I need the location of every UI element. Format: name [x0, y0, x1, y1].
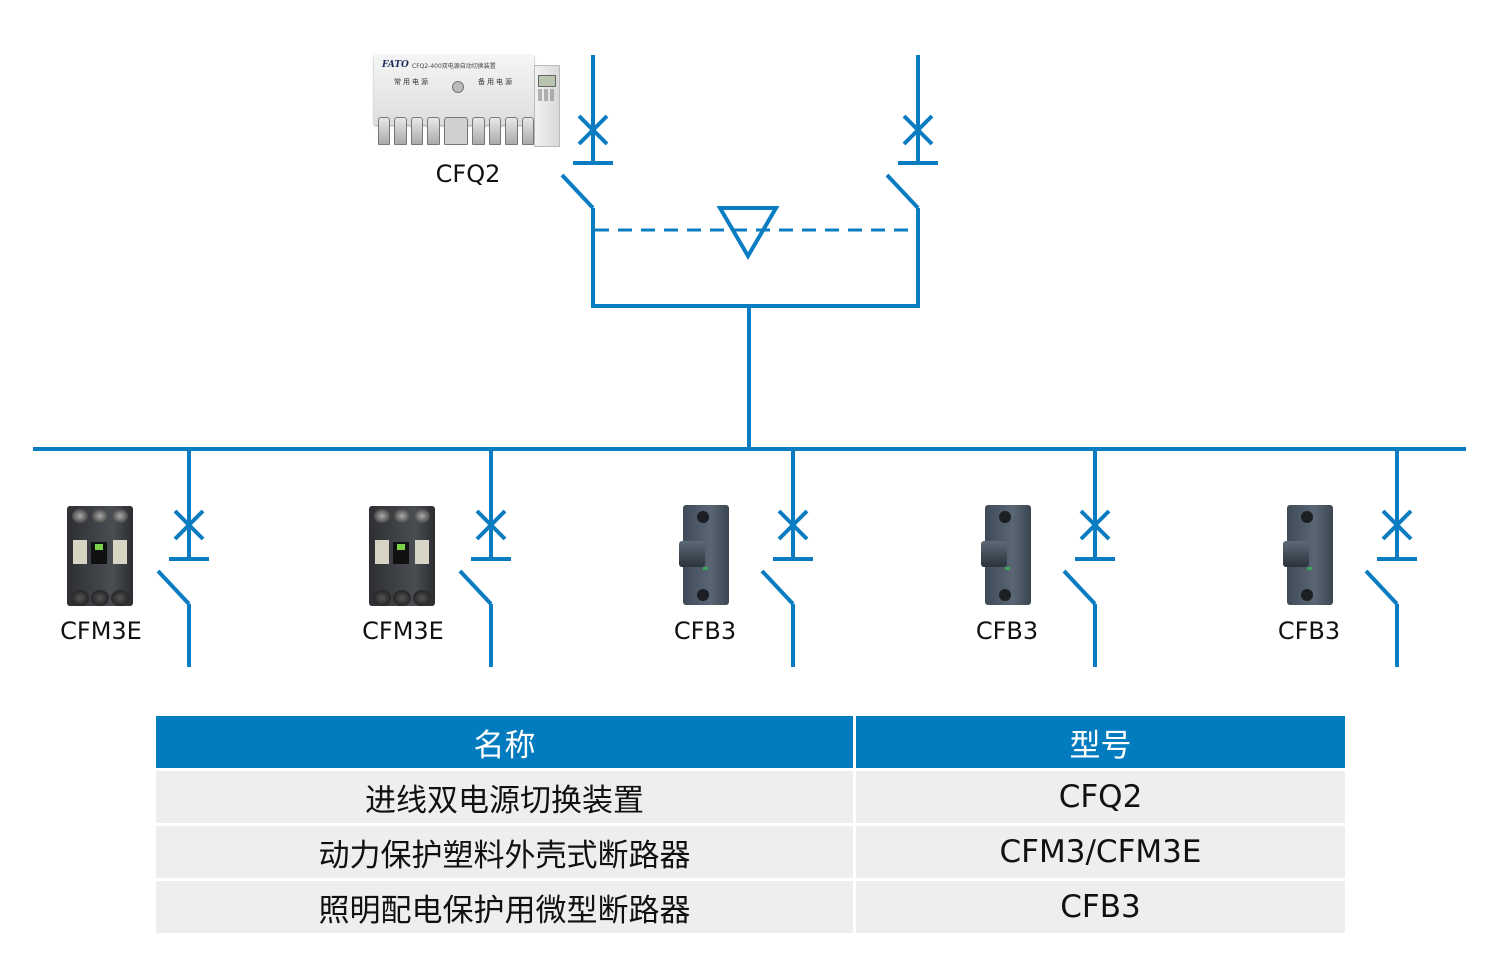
interlock-triangle-icon — [716, 206, 780, 260]
terminal-icon — [472, 117, 485, 145]
table-row: 照明配电保护用微型断路器 CFB3 — [156, 881, 1345, 933]
incoming-feeder-2 — [749, 55, 938, 308]
terminal-icon — [373, 590, 391, 606]
miniature-circuit-breaker-icon — [979, 505, 1035, 605]
terminal-icon — [71, 590, 89, 606]
header-name: 名称 — [156, 716, 853, 768]
feeder-1-lower-wire — [591, 208, 749, 308]
status-indicator-icon — [1005, 567, 1010, 570]
header-model: 型号 — [856, 716, 1345, 768]
cell-model: CFQ2 — [856, 771, 1345, 823]
switch-blade — [1364, 569, 1399, 606]
breaker-lever-icon — [1283, 541, 1309, 567]
terminal-icon — [394, 509, 410, 523]
breaker-x-mark — [1381, 509, 1413, 541]
automatic-transfer-switch-icon: FATO CFQ2-400双电源自动切换装置 常用电源 备用电源 — [374, 55, 560, 155]
breaker-x-mark — [173, 509, 205, 541]
terminal-icon — [1301, 511, 1313, 523]
table-row: 动力保护塑料外壳式断路器 CFM3/CFM3E — [156, 826, 1345, 878]
terminal-icon — [427, 117, 440, 145]
terminal-icon — [505, 117, 518, 145]
branch-device-label: CFB3 — [674, 617, 736, 645]
product-spec-table: 名称 型号 进线双电源切换装置 CFQ2 动力保护塑料外壳式断路器 CFM3/C… — [156, 716, 1345, 933]
breaker-x-mark — [1079, 509, 1111, 541]
ats-left-source-label: 常用电源 — [394, 78, 430, 86]
molded-case-circuit-breaker-icon — [369, 506, 435, 606]
breaker-x-mark — [577, 114, 609, 146]
status-indicator-icon — [703, 567, 708, 570]
switch-blade — [560, 173, 595, 210]
ats-model-title: CFQ2-400双电源自动切换装置 — [412, 63, 496, 70]
breaker-lever-icon — [679, 541, 705, 567]
terminal-icon — [91, 590, 109, 606]
cell-name: 照明配电保护用微型断路器 — [156, 881, 853, 933]
branch-device-label: CFM3E — [60, 617, 142, 645]
ats-brand: FATO — [382, 60, 409, 70]
switch-blade — [458, 569, 493, 606]
table-header-row: 名称 型号 — [156, 716, 1345, 768]
branch-circuit: CFM3E — [60, 449, 209, 667]
terminal-icon — [413, 590, 431, 606]
breaker-x-mark — [475, 509, 507, 541]
branch-device-label: CFM3E — [362, 617, 444, 645]
switch-blade — [156, 569, 191, 606]
ats-mechanism-window — [443, 117, 469, 145]
nameplate — [375, 540, 389, 564]
miniature-circuit-breaker-icon — [677, 505, 733, 605]
ats-label: CFQ2 — [436, 160, 501, 188]
cell-model: CFB3 — [856, 881, 1345, 933]
terminal-icon — [378, 117, 391, 145]
terminal-icon — [112, 509, 128, 523]
switch-blade — [760, 569, 795, 606]
terminal-icon — [697, 511, 709, 523]
ats-terminals — [374, 117, 535, 147]
miniature-circuit-breaker-icon — [1281, 505, 1337, 605]
branch-circuit: CFM3E — [362, 449, 511, 667]
breaker-handle-icon — [91, 542, 107, 564]
branch-circuit: CFB3 — [1278, 449, 1417, 667]
cell-name: 动力保护塑料外壳式断路器 — [156, 826, 853, 878]
terminal-icon — [999, 511, 1011, 523]
branch-circuit: CFB3 — [674, 449, 813, 667]
terminal-icon — [697, 589, 709, 601]
breaker-x-mark — [777, 509, 809, 541]
switch-blade — [885, 173, 920, 210]
breaker-handle-icon — [393, 542, 409, 564]
cell-name: 进线双电源切换装置 — [156, 771, 853, 823]
ats-keypad-icon — [538, 89, 554, 101]
cell-model: CFM3/CFM3E — [856, 826, 1345, 878]
ats-right-source-label: 备用电源 — [478, 78, 514, 86]
terminal-icon — [410, 117, 424, 145]
terminal-icon — [393, 590, 411, 606]
nameplate — [113, 540, 127, 564]
terminal-icon — [488, 117, 502, 145]
branch-device-label: CFB3 — [976, 617, 1038, 645]
nameplate — [73, 540, 87, 564]
ats-body: FATO CFQ2-400双电源自动切换装置 常用电源 备用电源 — [374, 55, 534, 125]
incoming-feeder-1 — [560, 55, 749, 308]
feeder-2-lower-wire — [749, 208, 920, 308]
terminal-icon — [414, 509, 430, 523]
terminal-icon — [1301, 589, 1313, 601]
status-indicator-icon — [1307, 567, 1312, 570]
branch-circuit: CFB3 — [976, 449, 1115, 667]
terminal-icon — [374, 509, 390, 523]
terminal-icon — [999, 589, 1011, 601]
table-row: 进线双电源切换装置 CFQ2 — [156, 771, 1345, 823]
breaker-x-mark — [902, 114, 934, 146]
molded-case-circuit-breaker-icon — [67, 506, 133, 606]
branch-circuits: CFM3E CFM3E CFB3 CFB3 CFB3 — [60, 449, 1417, 667]
terminal-icon — [111, 590, 129, 606]
branch-device-label: CFB3 — [1278, 617, 1340, 645]
ats-knob-icon — [452, 81, 464, 93]
terminal-icon — [394, 117, 407, 145]
terminal-icon — [72, 509, 88, 523]
breaker-lever-icon — [981, 541, 1007, 567]
single-line-diagram: CFM3E CFM3E CFB3 CFB3 CFB3 CFQ2 — [33, 55, 1466, 667]
terminal-icon — [92, 509, 108, 523]
ats-lcd-screen-icon — [538, 75, 556, 87]
switch-blade — [1062, 569, 1097, 606]
nameplate — [415, 540, 429, 564]
terminal-icon — [521, 117, 535, 145]
